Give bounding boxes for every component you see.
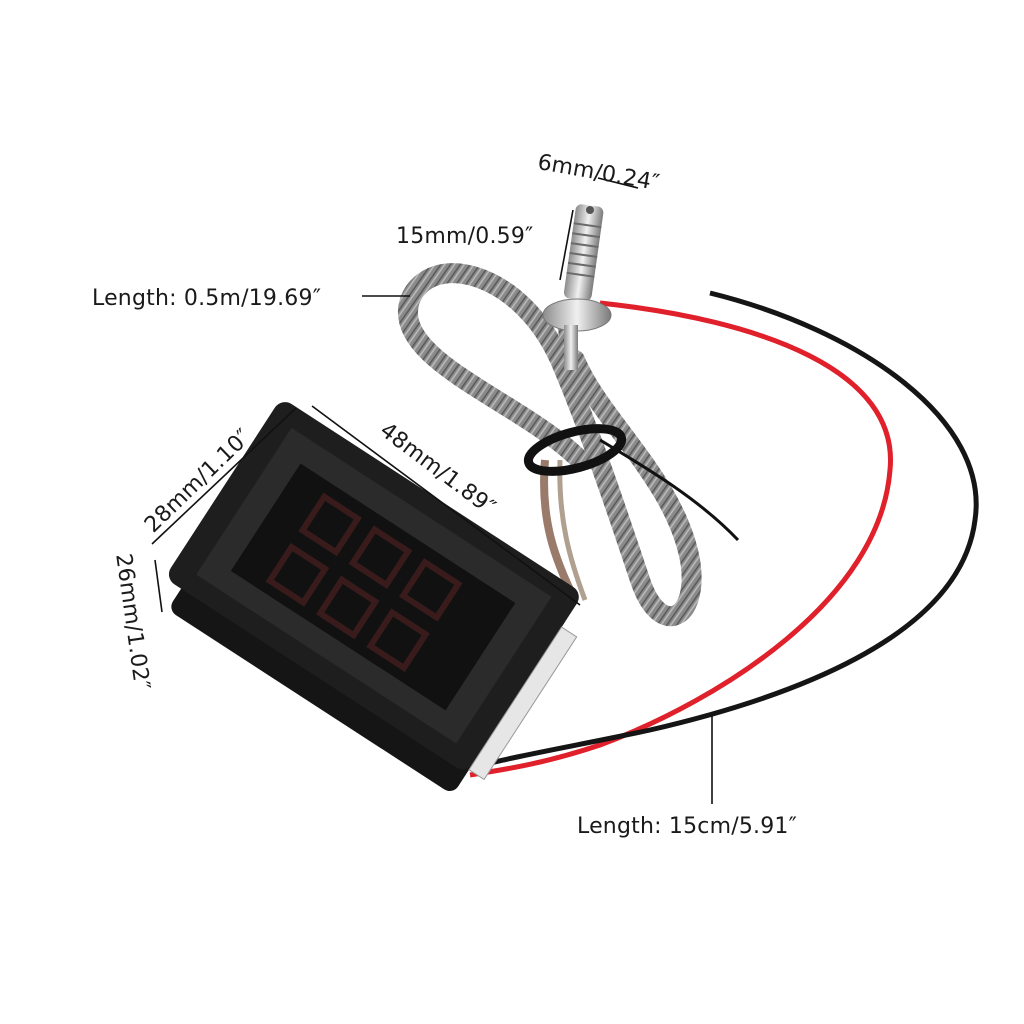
thermocouple-probe	[542, 204, 612, 370]
display-digits	[265, 492, 463, 672]
cable-tie	[523, 424, 627, 476]
panel-meter	[168, 402, 579, 792]
power-wire-length-label: Length: 15cm/5.91″	[577, 814, 798, 839]
dimension-lines	[151, 177, 713, 804]
red-power-wire	[469, 300, 893, 778]
black-power-wire	[469, 290, 979, 771]
probe-thread-length-label: 15mm/0.59″	[396, 224, 534, 249]
probe-cable-length-label: Length: 0.5m/19.69″	[92, 286, 322, 311]
